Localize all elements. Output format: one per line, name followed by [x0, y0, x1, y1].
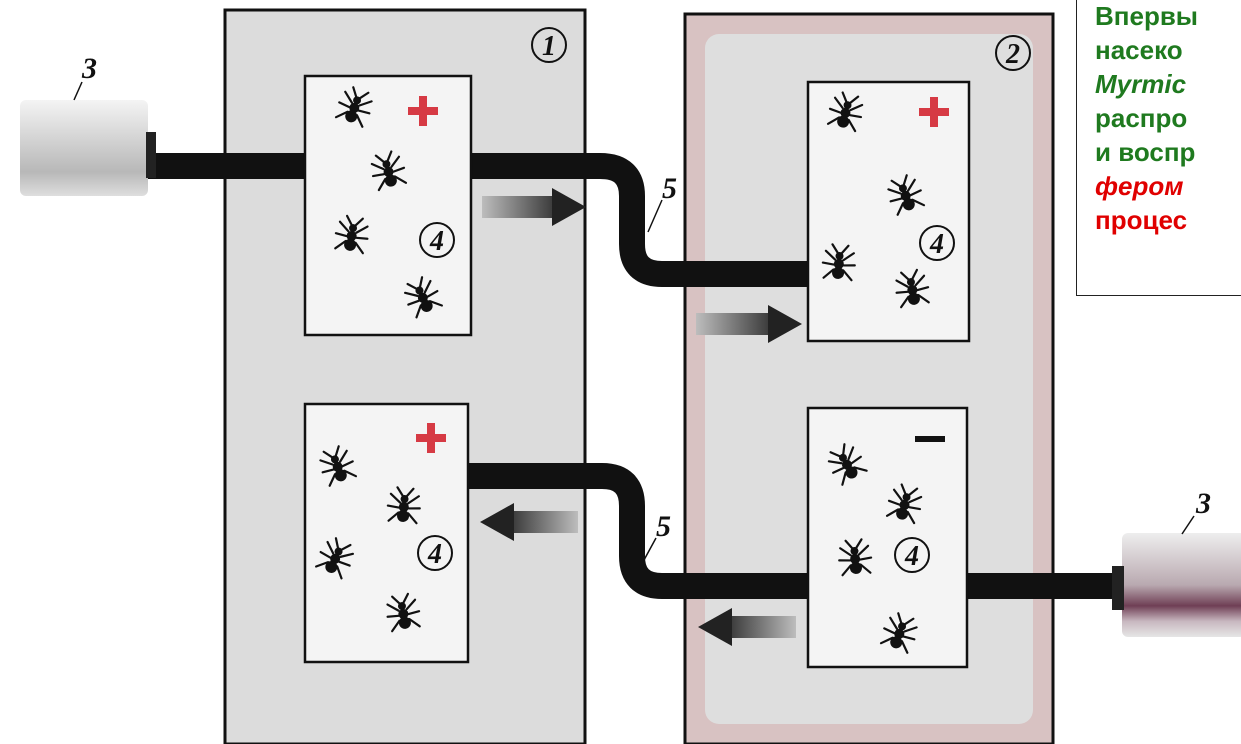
caption-line-4: распро	[1095, 103, 1188, 133]
panel-2-number: 2	[1005, 39, 1020, 70]
nest-label-circle	[417, 535, 453, 571]
nest-1-upper	[303, 74, 473, 337]
nest-label-2-lower: 4	[904, 541, 919, 572]
nest-label-circle	[919, 225, 955, 261]
panel-1-number: 1	[542, 31, 556, 62]
tube-label-lower-leader	[643, 537, 657, 561]
source-label-left: 3	[81, 52, 97, 85]
nest-label-circle	[419, 222, 455, 258]
source-cylinder-left	[20, 100, 156, 196]
tube-lower-connector	[468, 463, 808, 599]
nest-label-1-lower: 4	[427, 539, 442, 570]
panel-2-number-circle	[995, 35, 1031, 71]
caption-line-6: фером	[1095, 171, 1184, 201]
caption-line-2: насеко	[1095, 35, 1183, 65]
nest-2-upper	[806, 80, 971, 343]
source-cylinder-right	[1112, 533, 1241, 637]
plus-sign-nest-1-lower	[416, 423, 446, 453]
caption-line-7: процес	[1095, 205, 1188, 235]
tube-upper-connector	[468, 153, 810, 287]
flow-arrow-right-upper	[482, 188, 586, 226]
plus-sign-nest-2-upper	[919, 97, 949, 127]
tube-label-upper-leader	[647, 199, 663, 233]
nest-label-2-upper: 4	[929, 229, 944, 260]
tube-label-upper: 5	[662, 172, 677, 205]
panel-1-number-circle	[531, 27, 567, 63]
source-label-right: 3	[1195, 487, 1211, 520]
nest-2-lower	[806, 406, 969, 669]
caption-line-1: Впервы	[1095, 1, 1199, 31]
tube-label-lower: 5	[656, 510, 671, 543]
source-label-right-leader	[1181, 515, 1195, 535]
nest-label-1-upper: 4	[429, 226, 444, 257]
plus-sign-nest-1-upper	[408, 96, 438, 126]
minus-sign-nest-2-lower	[915, 436, 945, 442]
caption-line-5: и воспр	[1095, 137, 1196, 167]
flow-arrow-left-bottom	[698, 608, 796, 646]
nest-1-lower	[303, 402, 470, 664]
flow-arrow-left-lower	[480, 503, 578, 541]
caption-line-3: Myrmic	[1095, 69, 1187, 99]
nest-label-circle	[894, 537, 930, 573]
caption-box: Впервы насеко Myrmic распро и воспр феро…	[1076, 0, 1241, 296]
flow-arrow-right-middle	[696, 305, 802, 343]
source-label-left-leader	[73, 81, 83, 101]
